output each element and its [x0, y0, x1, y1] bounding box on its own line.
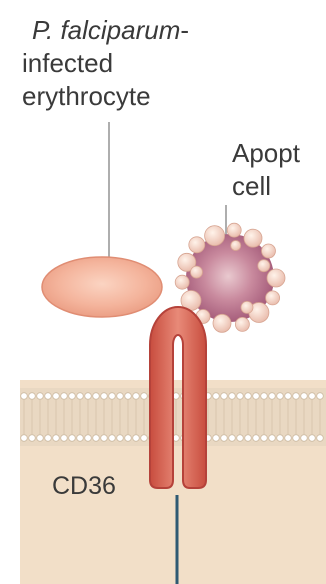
apoptotic-label-line1: Apopt	[232, 137, 300, 170]
infected-erythrocyte	[42, 257, 162, 317]
pf-label-line3: erythrocyte	[22, 80, 151, 113]
pf-label-line1: P. falciparum-	[32, 14, 189, 47]
apoptotic-label-line2: cell	[232, 170, 271, 203]
cd36-label: CD36	[52, 470, 116, 503]
pf-label-line2: infected	[22, 47, 113, 80]
